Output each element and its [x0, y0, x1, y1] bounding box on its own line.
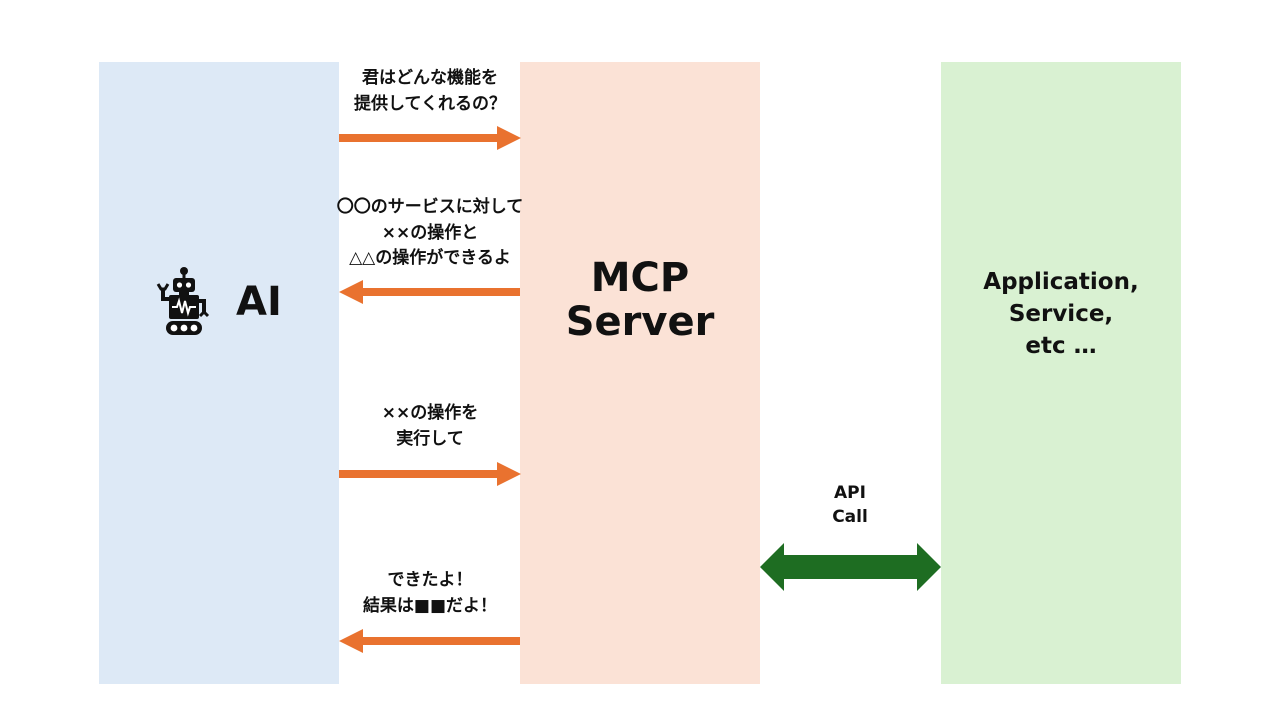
ai-label: AI [236, 279, 282, 325]
arrow-left-2 [339, 629, 520, 653]
api-call-label: API Call [832, 483, 868, 527]
application-column [941, 62, 1181, 684]
message-execute-result: できたよ！ 結果は■■だよ！ [362, 570, 498, 616]
mcp-server-label: MCP Server [565, 255, 715, 345]
message-capabilities-question: 君はどんな機能を 提供してくれるの？ [354, 68, 506, 114]
arrow-left-1 [339, 280, 520, 304]
ai-column [99, 62, 339, 684]
application-label: Application, Service, etc … [983, 269, 1139, 360]
api-call-arrow [760, 543, 941, 591]
message-execute-request: ××の操作を 実行して [381, 403, 479, 449]
robot-icon [156, 267, 210, 335]
message-capabilities-answer: 〇〇のサービスに対して ××の操作と △△の操作ができるよ [336, 197, 524, 268]
arrow-right-2 [339, 462, 521, 486]
arrow-right-1 [339, 126, 521, 150]
mcp-server-column [520, 62, 760, 684]
